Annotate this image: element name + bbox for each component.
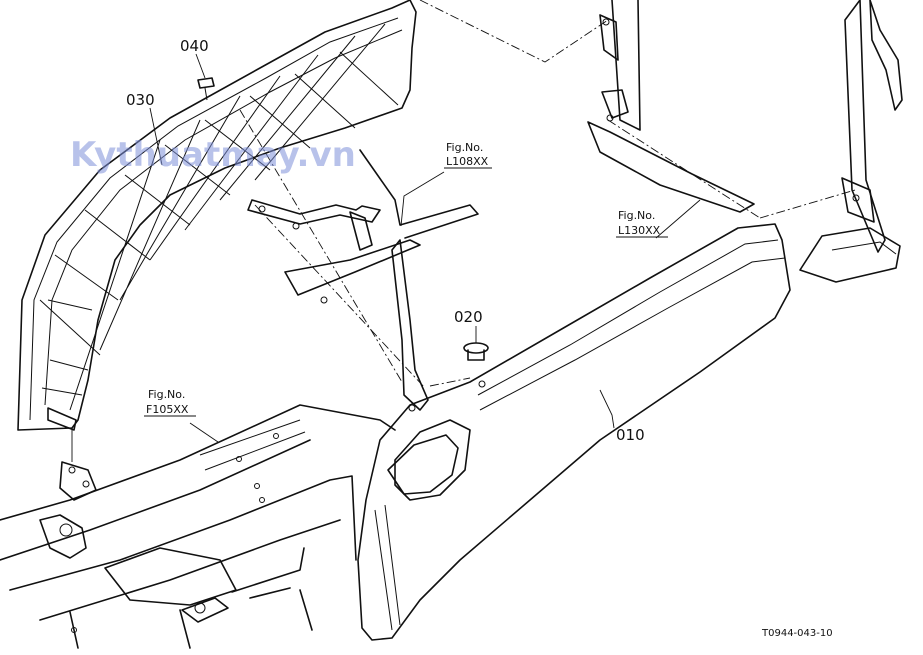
- callout-010: 010: [616, 426, 645, 444]
- grille-part-030: [17, 0, 417, 501]
- fender-part-010: [357, 223, 791, 641]
- fig-ref-caption-l130: Fig.No.: [618, 209, 655, 222]
- center-bracket: [247, 149, 479, 412]
- assembly-lines: [239, 0, 856, 389]
- drawing-code: T0944-043-10: [761, 628, 833, 639]
- rops-frame: [587, 0, 903, 283]
- fig-ref-caption-f105: Fig.No.: [148, 388, 185, 401]
- callout-040: 040: [180, 37, 209, 55]
- leader-lines: [149, 53, 701, 443]
- main-frame: [0, 404, 396, 649]
- callout-030: 030: [126, 91, 155, 109]
- nut-part-020: [463, 342, 489, 361]
- fig-ref-code-f105: F105XX: [146, 403, 189, 416]
- fig-ref-code-l108: L108XX: [446, 155, 489, 168]
- watermark-text: Kythuatmay.vn: [70, 135, 356, 175]
- callout-020: 020: [454, 308, 483, 326]
- fig-ref-caption-l108: Fig.No.: [446, 141, 483, 154]
- fig-ref-code-l130: L130XX: [618, 224, 661, 237]
- bolt-part-040: [197, 77, 215, 101]
